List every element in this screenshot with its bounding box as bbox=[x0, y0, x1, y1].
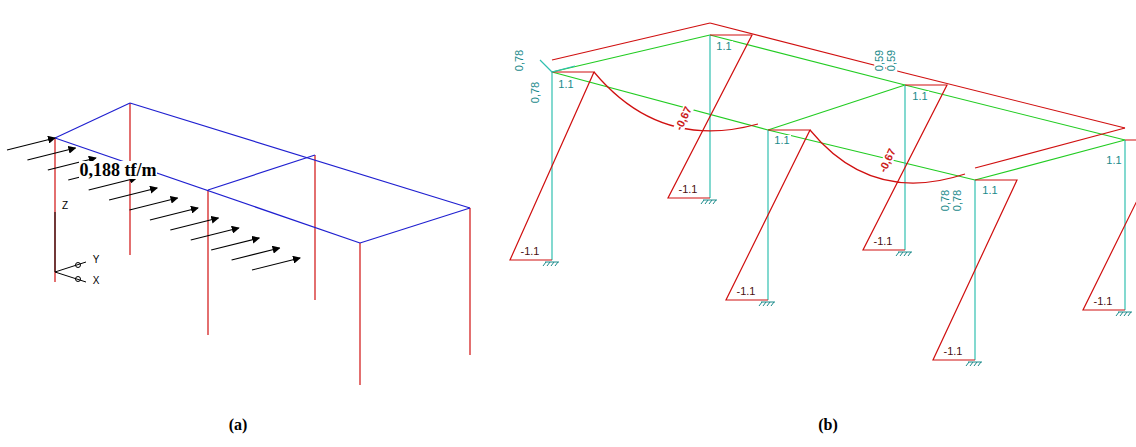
load-arrows bbox=[7, 138, 300, 270]
load-arrow bbox=[170, 218, 218, 230]
moment-value: 0,78 bbox=[952, 188, 963, 211]
moment-value: -1.1 bbox=[520, 246, 541, 257]
beam-line bbox=[552, 35, 710, 72]
support bbox=[904, 252, 907, 256]
moment-diagram bbox=[726, 130, 810, 300]
support bbox=[555, 262, 558, 266]
support bbox=[1116, 312, 1119, 316]
support bbox=[978, 362, 981, 366]
caption-label: (a) bbox=[228, 417, 249, 433]
load-arrow bbox=[232, 248, 280, 260]
moment-value: 0,59 bbox=[886, 48, 897, 71]
caption-label: 0,188 tf/m bbox=[79, 161, 158, 179]
load-arrow bbox=[150, 208, 198, 220]
moment-value: -1.1 bbox=[678, 184, 699, 195]
moment-line bbox=[975, 128, 1125, 168]
load-arrow bbox=[109, 188, 157, 200]
moment-value: -0,67 bbox=[877, 145, 898, 174]
moment-value: -1.1 bbox=[1093, 296, 1114, 307]
support bbox=[705, 200, 708, 204]
support bbox=[767, 302, 770, 306]
caption-label: Y bbox=[92, 255, 101, 265]
beam-line bbox=[552, 72, 768, 130]
support bbox=[763, 302, 766, 306]
support bbox=[551, 262, 554, 266]
moment-value: 1.1 bbox=[557, 79, 574, 90]
moment-line bbox=[552, 23, 710, 60]
moment-line bbox=[710, 23, 905, 73]
support bbox=[974, 362, 977, 366]
support bbox=[900, 252, 903, 256]
load-arrow bbox=[252, 258, 300, 270]
moment-value: 1.1 bbox=[911, 91, 928, 102]
moment-diagram bbox=[668, 35, 752, 198]
support bbox=[968, 362, 982, 363]
moment-value: 0,78 bbox=[940, 188, 951, 211]
support bbox=[761, 302, 775, 303]
moment-line bbox=[905, 73, 1125, 128]
support bbox=[1124, 312, 1127, 316]
caption-label: (b) bbox=[817, 417, 839, 433]
moment-diagram bbox=[863, 85, 947, 250]
support bbox=[898, 252, 912, 253]
support bbox=[759, 302, 762, 306]
support bbox=[1118, 312, 1132, 313]
support bbox=[703, 200, 717, 201]
support bbox=[896, 252, 899, 256]
support bbox=[1128, 312, 1131, 316]
beam-line bbox=[905, 85, 1125, 140]
support bbox=[771, 302, 774, 306]
load-arrow bbox=[211, 238, 259, 250]
support bbox=[709, 200, 712, 204]
moment-value: -1.1 bbox=[736, 286, 757, 297]
moment-value: 0,78 bbox=[514, 48, 525, 71]
moment-value: 0,59 bbox=[874, 48, 885, 71]
load-arrow bbox=[130, 198, 178, 210]
moment-value: -0,67 bbox=[673, 103, 694, 132]
load-arrow bbox=[7, 138, 55, 150]
support bbox=[701, 200, 704, 204]
load-arrow bbox=[89, 178, 137, 190]
support bbox=[713, 200, 716, 204]
support bbox=[1120, 312, 1123, 316]
moment-value: 1.1 bbox=[1105, 155, 1122, 166]
load-arrow bbox=[191, 228, 239, 240]
moment-value: -1.1 bbox=[873, 236, 894, 247]
support bbox=[547, 262, 550, 266]
moment-line bbox=[540, 60, 575, 72]
moment-value: -1.1 bbox=[943, 346, 964, 357]
load-arrow bbox=[27, 148, 75, 160]
support bbox=[970, 362, 973, 366]
moment-value: 1.1 bbox=[773, 135, 790, 146]
support bbox=[545, 262, 559, 263]
moment-diagram bbox=[1083, 140, 1136, 310]
moment-value: 1.1 bbox=[981, 185, 998, 196]
beam-line bbox=[768, 130, 975, 180]
support bbox=[543, 262, 546, 266]
moment-diagram bbox=[510, 72, 594, 260]
moment-curve bbox=[810, 130, 965, 183]
support bbox=[966, 362, 969, 366]
moment-value: 1.1 bbox=[715, 41, 732, 52]
caption-label: Z bbox=[61, 201, 69, 211]
support bbox=[908, 252, 911, 256]
caption-label: X bbox=[92, 276, 101, 286]
moment-value: 0,78 bbox=[530, 80, 541, 103]
beam-line bbox=[975, 140, 1125, 180]
moment-diagram bbox=[933, 180, 1017, 360]
beam-line bbox=[768, 85, 905, 130]
